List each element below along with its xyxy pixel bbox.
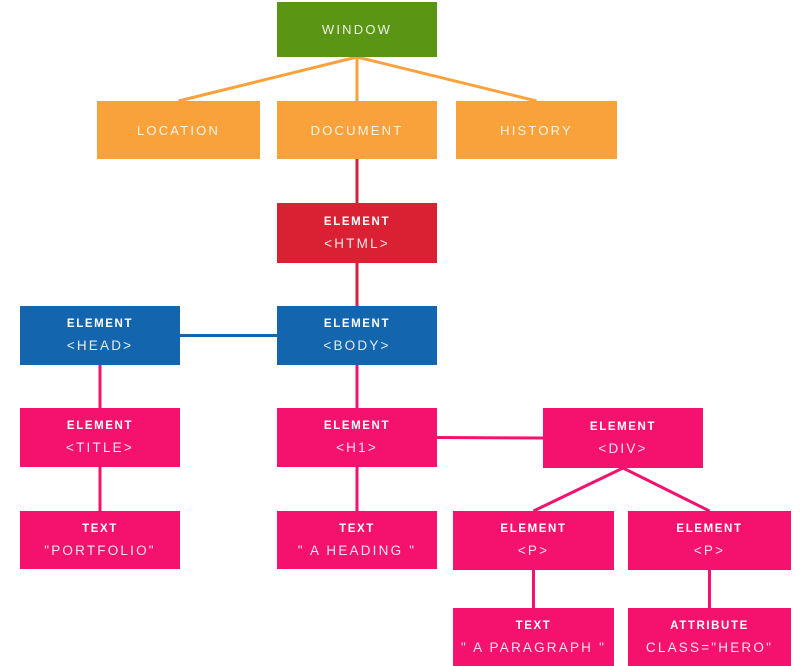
node-history: HISTORY: [456, 101, 617, 159]
node-h1-label: ELEMENT: [323, 420, 391, 432]
node-html-label: ELEMENT: [323, 215, 391, 228]
edge-div-p1: [532, 466, 624, 513]
node-paragraph-label: TEXT: [515, 619, 552, 632]
node-heading-label: TEXT: [339, 522, 375, 535]
node-div: ELEMENT <DIV>: [543, 408, 703, 468]
node-head-value: <HEAD>: [66, 338, 134, 353]
node-body-value: <BODY>: [323, 338, 391, 353]
node-document: DOCUMENT: [277, 101, 437, 159]
node-attribute-label: ATTRIBUTE: [670, 619, 749, 632]
node-p1: ELEMENT <P>: [453, 511, 614, 570]
node-p2-label: ELEMENT: [676, 523, 743, 535]
node-p1-label: ELEMENT: [500, 523, 567, 535]
node-window-label: WINDOW: [321, 22, 393, 37]
node-html-value: <HTML>: [324, 235, 390, 251]
edge-window-history: [356, 55, 537, 103]
node-div-label: ELEMENT: [589, 420, 657, 433]
node-h1: ELEMENT <H1>: [277, 408, 437, 467]
node-portfolio-value: "PORTFOLIO": [44, 542, 156, 558]
node-paragraph: TEXT " A PARAGRAPH ": [453, 608, 614, 666]
node-location-label: LOCATION: [136, 122, 221, 138]
edge-h1-div: [436, 436, 544, 440]
node-div-value: <DIV>: [598, 440, 648, 456]
node-heading: TEXT " A HEADING ": [277, 511, 437, 569]
node-p2: ELEMENT <P>: [628, 511, 791, 570]
node-heading-value: " A HEADING ": [297, 542, 417, 558]
node-window: WINDOW: [277, 2, 437, 57]
node-h1-value: <H1>: [336, 440, 378, 455]
node-head-label: ELEMENT: [66, 318, 134, 330]
node-portfolio-label: TEXT: [82, 522, 118, 535]
node-attribute-value: CLASS="HERO": [645, 639, 774, 655]
node-history-label: HISTORY: [500, 122, 573, 138]
edge-window-location: [178, 55, 358, 103]
edge-div-p2: [622, 466, 711, 513]
node-body-label: ELEMENT: [323, 318, 391, 330]
node-location: LOCATION: [97, 101, 260, 159]
node-p2-value: <P>: [693, 543, 726, 558]
node-p1-value: <P>: [517, 543, 550, 558]
node-attribute: ATTRIBUTE CLASS="HERO": [628, 608, 791, 666]
node-title-value: <TITLE>: [66, 440, 134, 455]
node-title: ELEMENT <TITLE>: [20, 408, 180, 467]
node-html: ELEMENT <HTML>: [277, 203, 437, 263]
node-title-label: ELEMENT: [66, 420, 134, 432]
node-body: ELEMENT <BODY>: [277, 306, 437, 365]
node-portfolio: TEXT "PORTFOLIO": [20, 511, 180, 569]
node-document-label: DOCUMENT: [310, 122, 404, 138]
node-head: ELEMENT <HEAD>: [20, 306, 180, 365]
node-paragraph-value: " A PARAGRAPH ": [460, 639, 607, 655]
